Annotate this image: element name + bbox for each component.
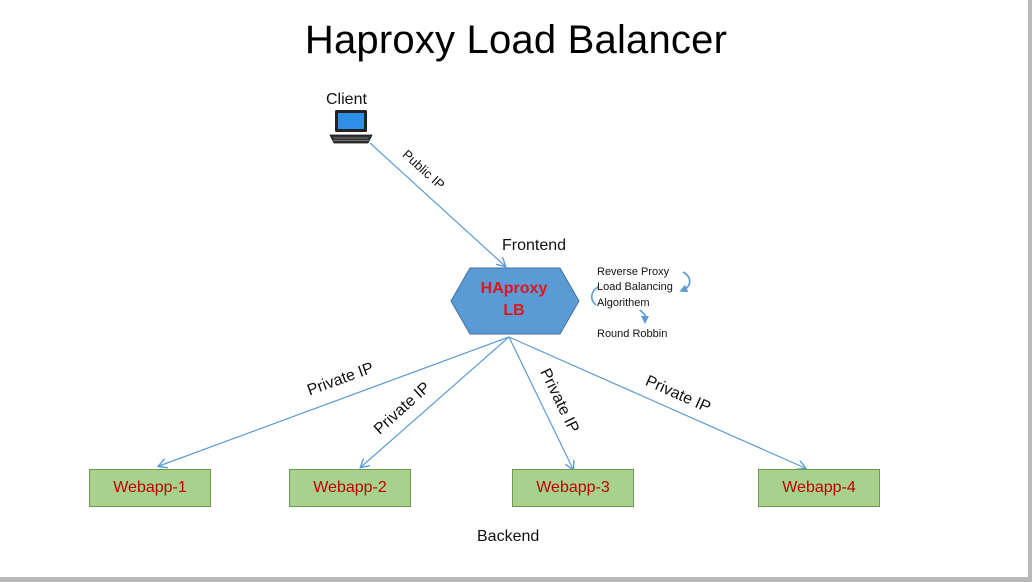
webapp-4-node: Webapp-4 [758,469,880,507]
webapp-3-node: Webapp-3 [512,469,634,507]
feature-round-robin: Round Robbin [597,328,668,340]
haproxy-lb-line2: LB [503,302,525,319]
diagram-title: Haproxy Load Balancer [304,18,728,62]
frontend-label: Frontend [502,237,567,254]
private-ip-connector-1 [159,336,510,466]
private-ip-connector-3 [508,336,573,469]
feature-reverse-proxy: Reverse Proxy [597,266,670,278]
client-label: Client [326,91,367,108]
haproxy-lb-label: HAproxy LB [450,278,578,322]
feature-algorithm: Algorithem [597,297,650,309]
webapp-2-node: Webapp-2 [289,469,411,507]
down-arrow [639,309,649,324]
private-ip-connector-4 [508,336,805,468]
private-ip-connector-2 [361,336,510,467]
backend-label: Backend [477,528,540,545]
public-ip-connector [369,142,505,266]
cycle-arrow-left [590,286,599,306]
haproxy-lb-node [450,267,580,335]
laptop-icon [329,110,373,144]
haproxy-lb-line1: HAproxy [480,280,548,297]
webapp-1-node: Webapp-1 [89,469,211,507]
feature-load-balancing: Load Balancing [597,281,673,293]
cycle-arrow-right [679,271,691,293]
